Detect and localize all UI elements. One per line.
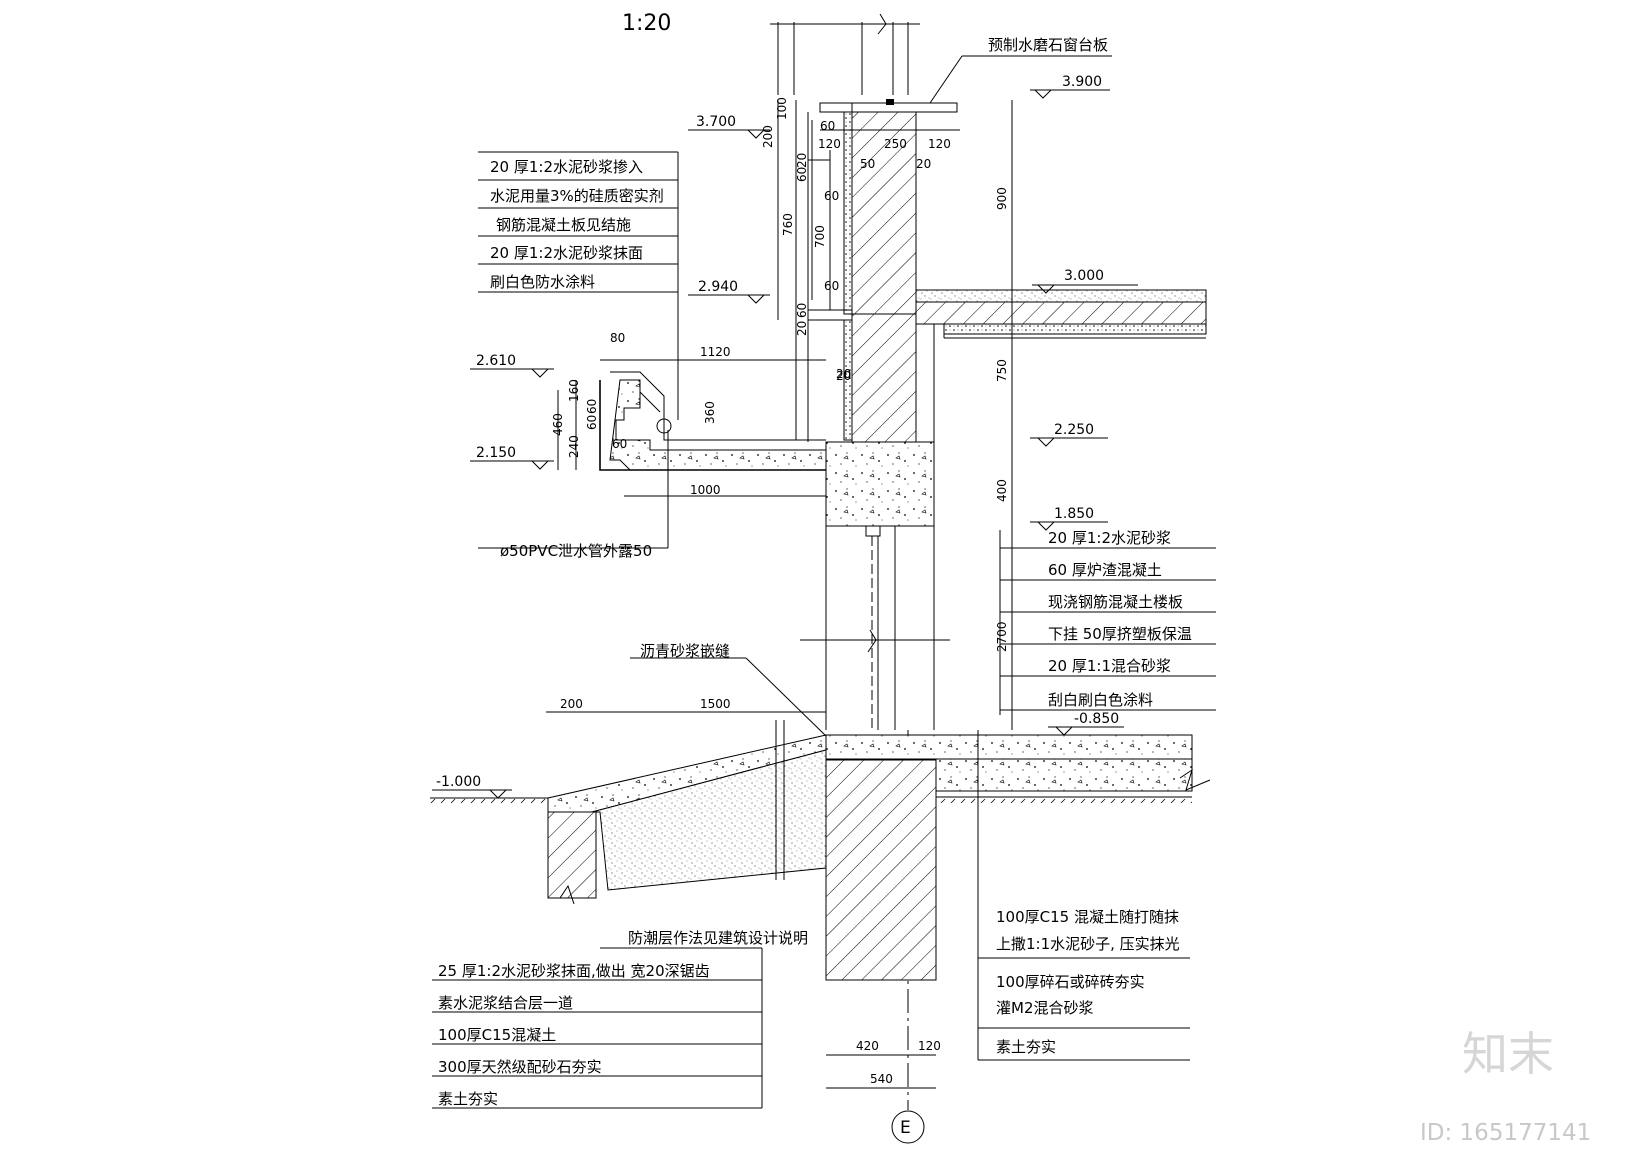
dim-1500: 1500 — [700, 697, 731, 711]
dim-60g: 60 — [585, 415, 599, 430]
note-ramp-3: 100厚C15混凝土 — [438, 1026, 556, 1044]
insulation-strip — [843, 111, 853, 315]
note-floor-4: 下挂 50厚挤塑板保温 — [1048, 625, 1192, 643]
elevation-3000: 3.000 — [1064, 268, 1104, 284]
dim-120b: 120 — [928, 137, 951, 151]
floor-slab — [915, 289, 1207, 339]
elevation-2250: 2.250 — [1054, 422, 1094, 438]
dim-360: 360 — [703, 401, 717, 424]
note-canopy-4: 20 厚1:2水泥砂浆抹面 — [490, 244, 643, 262]
note-ground-1: 100厚C15 混凝土随打随抹 — [996, 908, 1179, 926]
elevation-3700: 3.700 — [696, 114, 736, 130]
dim-1000: 1000 — [690, 483, 721, 497]
axis-label: E — [900, 1118, 911, 1138]
note-canopy-3: 钢筋混凝土板见结施 — [496, 216, 631, 234]
dim-120a: 120 — [818, 137, 841, 151]
elevation-2610: 2.610 — [476, 353, 516, 369]
dim-60c: 60 — [824, 189, 839, 203]
dim-20d: 20 — [836, 367, 851, 381]
dim-900: 900 — [995, 187, 1009, 210]
dim-700: 700 — [813, 225, 827, 248]
note-asphalt: 沥青砂浆嵌缝 — [640, 642, 730, 660]
note-floor-3: 现浇钢筋混凝土楼板 — [1048, 593, 1183, 611]
note-ground-3: 100厚碎石或碎砖夯实 — [996, 973, 1145, 991]
canopy-section — [599, 371, 827, 471]
dim-20c: 20 — [795, 321, 809, 336]
dim-420: 420 — [856, 1039, 879, 1053]
dim-250: 250 — [884, 137, 907, 151]
dim-20a: 20 — [916, 157, 931, 171]
note-floor-6: 刮白刷白色涂料 — [1048, 691, 1153, 709]
dim-50: 50 — [860, 157, 875, 171]
dim-20e: 20 — [836, 369, 851, 383]
dim-540: 540 — [870, 1072, 893, 1086]
dim-160: 160 — [567, 379, 581, 402]
note-canopy-5: 刷白色防水涂料 — [490, 273, 595, 291]
dim-60e: 60 — [824, 279, 839, 293]
dim-60f: 60 — [585, 399, 599, 414]
elevation-1850: 1.850 — [1054, 506, 1094, 522]
dim-1120: 1120 — [700, 345, 731, 359]
upper-wall — [851, 111, 917, 315]
dim-200b: 200 — [560, 697, 583, 711]
dim-750: 750 — [995, 359, 1009, 382]
ramp-section — [430, 720, 827, 905]
dim-460: 460 — [551, 413, 565, 436]
scale-label: 1:20 — [622, 11, 671, 36]
elevation-2940: 2.940 — [698, 279, 738, 295]
note-ramp-4: 300厚天然级配砂石夯实 — [438, 1058, 602, 1076]
dim-20b: 20 — [795, 153, 809, 168]
elevation-minus-1000: -1.000 — [436, 774, 481, 790]
note-canopy-1: 20 厚1:2水泥砂浆掺入 — [490, 158, 643, 176]
dim-200: 200 — [761, 125, 775, 148]
note-floor-2: 60 厚炉渣混凝土 — [1048, 561, 1162, 579]
note-ramp-2: 素水泥浆结合层一道 — [438, 994, 573, 1012]
dimension-lines — [546, 100, 1013, 1089]
watermark-id: ID: 165177141 — [1420, 1120, 1591, 1146]
note-drain: ø50PVC泄水管外露50 — [500, 542, 652, 560]
axis-bubble — [891, 1110, 925, 1144]
dim-60b: 60 — [795, 167, 809, 182]
elevation-minus-0850: -0.850 — [1074, 711, 1119, 727]
note-ground-5: 素土夯实 — [996, 1038, 1056, 1056]
dim-120c: 120 — [918, 1039, 941, 1053]
watermark-logo: 知末 — [1462, 1027, 1554, 1081]
elevation-marks — [432, 89, 1138, 799]
note-floor-1: 20 厚1:2水泥砂浆 — [1048, 529, 1171, 547]
dim-60a: 60 — [820, 119, 835, 133]
dim-80: 80 — [610, 331, 625, 345]
leaders — [432, 55, 1216, 1109]
note-ground-4: 灌M2混合砂浆 — [996, 999, 1094, 1017]
note-sill: 预制水磨石窗台板 — [988, 36, 1108, 54]
lower-wall — [851, 313, 917, 443]
note-ground-2: 上撒1:1水泥砂子, 压实抹光 — [996, 935, 1180, 953]
dim-2700: 2700 — [995, 621, 1009, 652]
note-ramp-1: 25 厚1:2水泥砂浆抹面,做出 宽20深锯齿 — [438, 962, 710, 980]
dim-60d: 60 — [795, 303, 809, 318]
dim-400: 400 — [995, 479, 1009, 502]
note-floor-5: 20 厚1:1混合砂浆 — [1048, 657, 1171, 675]
elevation-2150: 2.150 — [476, 445, 516, 461]
note-ramp-5: 素土夯实 — [438, 1090, 498, 1108]
beam — [825, 441, 935, 527]
ground-slab — [825, 734, 1211, 803]
note-dpc: 防潮层作法见建筑设计说明 — [628, 929, 808, 947]
dim-100: 100 — [775, 97, 789, 120]
elevation-3900: 3.900 — [1062, 74, 1102, 90]
dim-760: 760 — [781, 213, 795, 236]
dim-60h: 60 — [612, 437, 627, 451]
dim-240: 240 — [567, 435, 581, 458]
wall-section: E — [770, 13, 958, 1144]
note-canopy-2: 水泥用量3%的硅质密实剂 — [490, 187, 664, 205]
foundation-wall — [825, 759, 937, 981]
